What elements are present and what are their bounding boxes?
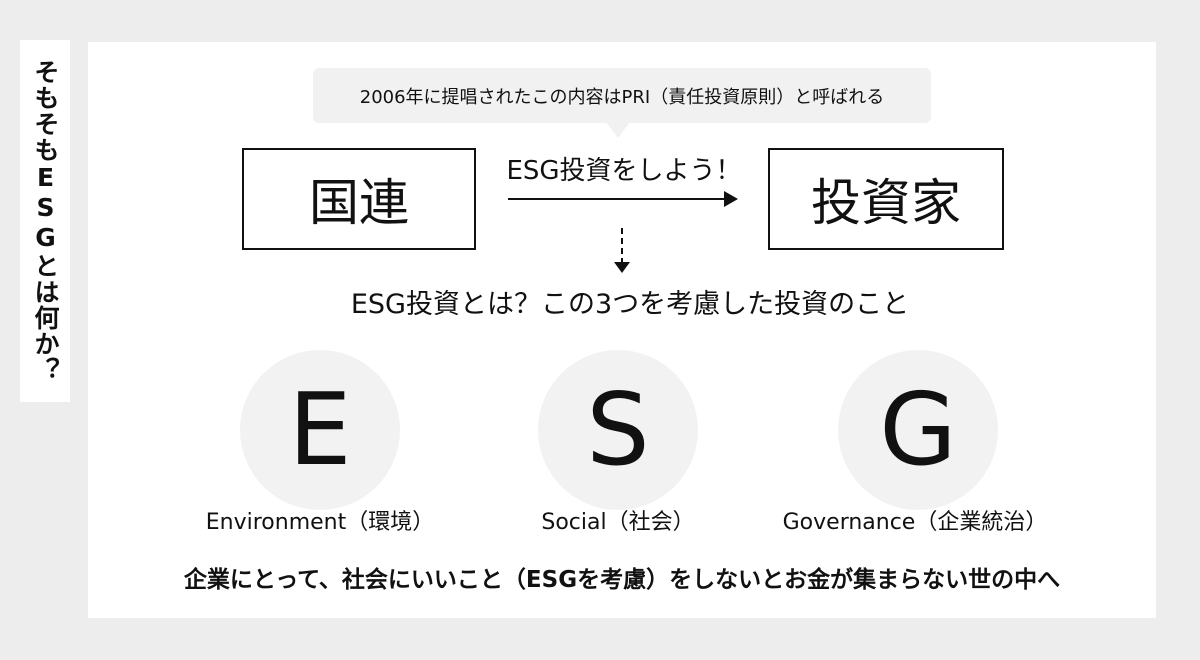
un-box: 国連 (242, 148, 476, 250)
investor-label: 投資家 (811, 174, 961, 232)
s-circle: S (538, 350, 698, 510)
investor-box: 投資家 (768, 148, 1004, 250)
dashed-down-arrow-line (621, 228, 623, 264)
s-letter: S (586, 371, 650, 488)
governance-caption: Governance（企業統治） (782, 510, 1048, 535)
social-caption: Social（社会） (541, 510, 695, 535)
environment-caption: Environment（環境） (205, 510, 435, 535)
down-arrow-icon (614, 262, 630, 273)
slide-card (88, 42, 1156, 618)
g-letter: G (879, 371, 957, 488)
e-letter: E (288, 371, 352, 488)
right-arrow-icon (724, 191, 738, 207)
arrow-label: ESG投資をしよう！ (506, 156, 742, 186)
g-circle: G (838, 350, 998, 510)
right-arrow-line (508, 198, 732, 200)
speech-bubble: 2006年に提唱されたこの内容はPRI（責任投資原則）と呼ばれる (313, 68, 931, 123)
conclusion-text: 企業にとって、社会にいいこと（ESGを考慮）をしないとお金が集まらない世の中へ (183, 567, 1061, 593)
side-title: そもそもESGとは何か？ (20, 40, 70, 402)
bubble-tail (606, 122, 630, 138)
un-label: 国連 (309, 174, 409, 232)
bubble-text: 2006年に提唱されたこの内容はPRI（責任投資原則）と呼ばれる (359, 86, 885, 108)
e-circle: E (240, 350, 400, 510)
esg-definition-heading: ESG投資とは？この3つを考慮した投資のこと (350, 289, 910, 320)
